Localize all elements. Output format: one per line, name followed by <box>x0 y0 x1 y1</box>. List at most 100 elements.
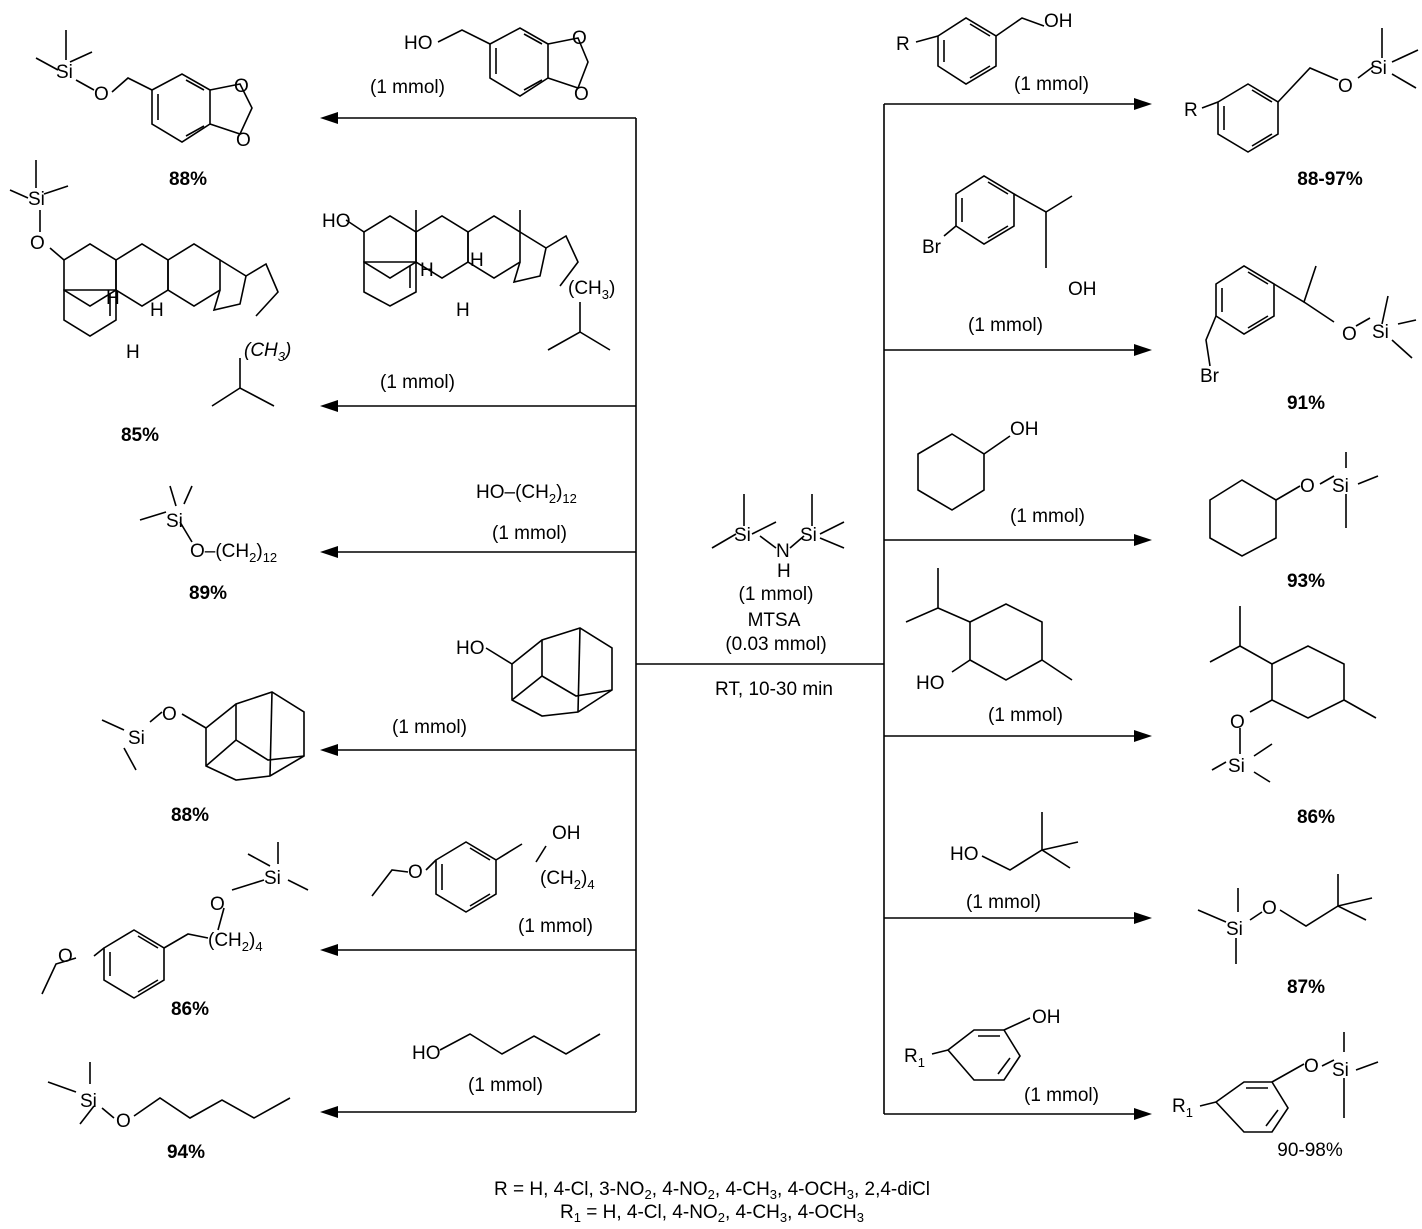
si-label: Si <box>80 1091 97 1112</box>
o-label: O <box>574 84 589 105</box>
o-label: O <box>1262 898 1277 919</box>
br-label: Br <box>922 237 942 258</box>
si-label: Si <box>1226 919 1243 940</box>
left-arrows <box>320 112 636 1118</box>
left-arrow-2-head <box>320 400 338 412</box>
o-label: O <box>408 862 423 883</box>
product-3-chain: O–(CH2)12 <box>190 541 277 565</box>
r1-label: R1 <box>904 1046 925 1070</box>
reactant-4-ho: HO <box>456 638 485 659</box>
right-1-yield: 88-97% <box>1297 169 1363 190</box>
ch3-group: (CH3) <box>568 278 615 302</box>
right-5-amount: (1 mmol) <box>966 892 1041 913</box>
left-arrow-6-head <box>320 1106 338 1118</box>
r-reactant-1-oh: OH <box>1044 11 1073 32</box>
right-2-amount: (1 mmol) <box>968 315 1043 336</box>
hmds-si-right: Si <box>800 525 817 546</box>
reactant-5-structure <box>371 841 547 913</box>
si-label: Si <box>1228 756 1245 777</box>
r-label: R <box>1184 100 1198 121</box>
h-label: H <box>126 342 140 363</box>
si-label: Si <box>128 728 145 749</box>
r-product-1-structure <box>1201 28 1419 153</box>
right-6-yield: 90-98% <box>1277 1140 1343 1161</box>
si-label: Si <box>264 868 281 889</box>
reactant-6-structure <box>439 1033 601 1055</box>
o-label: O <box>572 28 587 49</box>
r-reactant-2-structure <box>943 175 1073 268</box>
left-6-amount: (1 mmol) <box>468 1075 543 1096</box>
left-2-yield: 85% <box>120 425 160 446</box>
right-arrow-5-head <box>1134 912 1152 924</box>
ho-label: HO <box>322 211 351 232</box>
o-label: O <box>1342 324 1357 345</box>
left-arrow-3-head <box>320 546 338 558</box>
hmds-si-left: Si <box>734 525 751 546</box>
r-reactant-2-oh: OH <box>1068 279 1097 300</box>
left-5-yield: 86% <box>170 999 210 1020</box>
right-arrow-4-head <box>1134 730 1152 742</box>
left-1-yield: 88% <box>168 169 208 190</box>
si-label: Si <box>166 511 183 532</box>
reactant-6-ho: HO <box>412 1043 441 1064</box>
r1-label: R1 <box>1172 1096 1193 1120</box>
r-reactant-5-ho: HO <box>950 844 979 865</box>
reactant-1-ho: HO <box>404 33 433 54</box>
ch2-group: (CH2)4 <box>208 930 263 954</box>
si-label: Si <box>1332 1060 1349 1081</box>
ch2-group: (CH2)4 <box>540 868 595 892</box>
catalyst-name: MTSA <box>747 610 801 631</box>
h-label: H <box>456 300 470 321</box>
br-label: Br <box>1200 366 1220 387</box>
r-reactant-6-structure <box>931 1017 1031 1081</box>
si-label: Si <box>56 62 73 83</box>
right-arrow-2-head <box>1134 344 1152 356</box>
product-4-structure <box>101 691 305 781</box>
ch3-group: (CH3) <box>244 340 291 364</box>
h-label: H <box>106 288 120 309</box>
right-4-yield: 86% <box>1296 807 1336 828</box>
left-arrow-1-head <box>320 112 338 124</box>
left-4-yield: 88% <box>170 805 210 826</box>
h-label: H <box>150 300 164 321</box>
right-2-yield: 91% <box>1286 393 1326 414</box>
product-5-structure <box>41 842 309 999</box>
o-label: O <box>58 946 73 967</box>
left-3-amount: (1 mmol) <box>492 523 567 544</box>
footnote-r: R = H, 4-Cl, 3-NO2, 4-NO2, 4-CH3, 4-OCH3… <box>494 1179 930 1202</box>
right-6-amount: (1 mmol) <box>1024 1085 1099 1106</box>
hmds-h: H <box>777 561 791 582</box>
h-label: H <box>420 260 434 281</box>
o-label: O <box>162 704 177 725</box>
right-4-amount: (1 mmol) <box>988 705 1063 726</box>
si-label: Si <box>1372 322 1389 343</box>
reactant-1-structure <box>437 27 589 97</box>
product-2-structure <box>9 160 279 407</box>
product-3-structure <box>139 485 193 543</box>
left-arrow-4-head <box>320 744 338 756</box>
r-reactant-6-oh: OH <box>1032 1007 1061 1028</box>
reactant-5-oh: OH <box>552 823 581 844</box>
si-label: Si <box>1332 476 1349 497</box>
hmds-structure <box>711 494 845 549</box>
o-label: O <box>1230 712 1245 733</box>
right-arrow-1-head <box>1134 98 1152 110</box>
o-label: O <box>1304 1056 1319 1077</box>
left-4-amount: (1 mmol) <box>392 717 467 738</box>
o-label: O <box>116 1111 131 1132</box>
r-product-4-structure <box>1209 606 1377 783</box>
o-label: O <box>210 894 225 915</box>
r-product-5-structure <box>1197 874 1373 964</box>
left-5-amount: (1 mmol) <box>518 916 593 937</box>
r-product-3-structure <box>1209 452 1379 557</box>
right-5-yield: 87% <box>1286 977 1326 998</box>
o-label: O <box>94 84 109 105</box>
reagent-amount: (1 mmol) <box>738 584 814 605</box>
right-1-amount: (1 mmol) <box>1014 74 1089 95</box>
o-label: O <box>1338 76 1353 97</box>
left-arrow-5-head <box>320 944 338 956</box>
arrow-frame <box>635 104 885 1114</box>
left-6-yield: 94% <box>166 1142 206 1163</box>
reactant-2-structure <box>345 210 611 351</box>
o-label: O <box>234 76 249 97</box>
